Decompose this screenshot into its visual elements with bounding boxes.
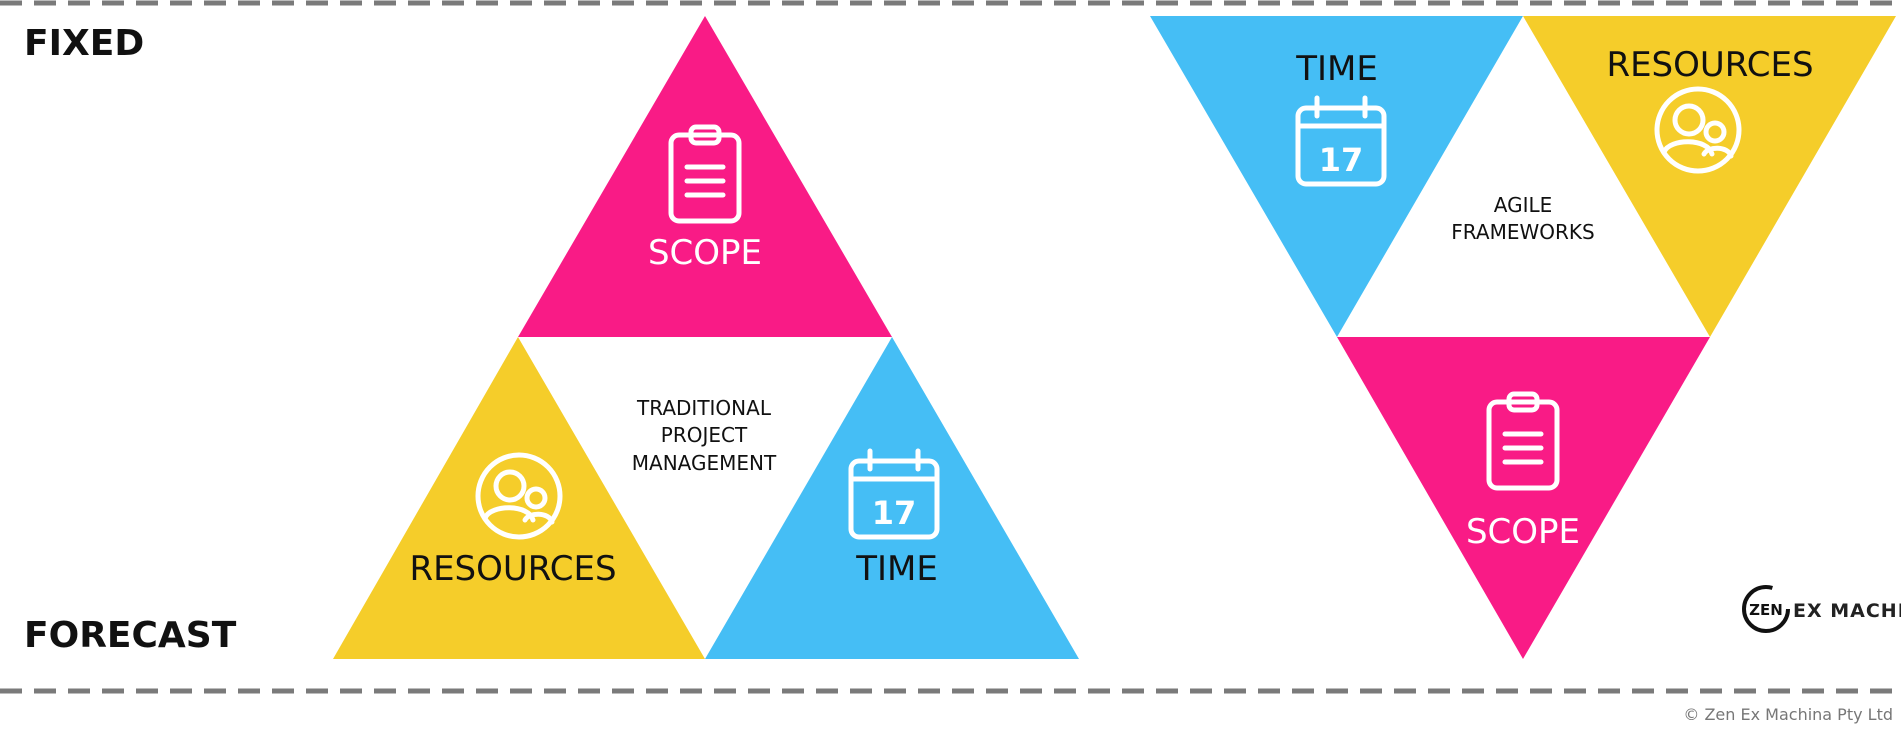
- calendar-day-number: 17: [872, 494, 917, 532]
- calendar-icon: 17: [1295, 95, 1387, 187]
- copyright-text: © Zen Ex Machina Pty Ltd: [1683, 705, 1893, 724]
- clipboard-icon: [668, 124, 742, 224]
- traditional-center-line-3: MANAGEMENT: [632, 451, 777, 475]
- people-icon: [1654, 86, 1742, 174]
- agile-scope-label: SCOPE: [1466, 512, 1580, 552]
- calendar-day-number: 17: [1319, 141, 1364, 179]
- traditional-center-line-2: PROJECT: [661, 423, 748, 447]
- traditional-triangle-group: SCOPE RESOURCES 17 TIME TRADITIONAL PROJ…: [333, 16, 1079, 659]
- traditional-scope-triangle: [518, 16, 892, 337]
- agile-scope-triangle: [1337, 337, 1710, 659]
- traditional-scope-label: SCOPE: [648, 233, 762, 273]
- agile-triangle-group: TIME 17 RESOURCES SCOPE AGILE: [1150, 16, 1896, 659]
- calendar-icon: 17: [848, 448, 940, 540]
- logo-mark-circle: [1742, 585, 1790, 633]
- agile-center-line-2: FRAMEWORKS: [1451, 220, 1594, 244]
- traditional-time-triangle: [705, 337, 1079, 659]
- agile-resources-triangle: [1523, 16, 1896, 337]
- agile-time-label: TIME: [1295, 49, 1378, 89]
- fixed-label: FIXED: [24, 23, 144, 64]
- forecast-label: FORECAST: [24, 615, 237, 656]
- agile-resources-label: RESOURCES: [1606, 45, 1813, 85]
- agile-time-triangle: [1150, 16, 1523, 337]
- traditional-time-label: TIME: [855, 549, 938, 589]
- logo-name-text: EX MACHINA: [1793, 600, 1901, 622]
- zen-ex-machina-logo: ZEN EX MACHINA: [1742, 585, 1901, 633]
- people-icon: [475, 452, 563, 540]
- logo-mark-text: ZEN: [1749, 601, 1783, 619]
- traditional-resources-label: RESOURCES: [409, 549, 616, 589]
- traditional-center-line-1: TRADITIONAL: [636, 396, 772, 420]
- clipboard-icon: [1486, 391, 1560, 491]
- agile-center-line-1: AGILE: [1494, 193, 1553, 217]
